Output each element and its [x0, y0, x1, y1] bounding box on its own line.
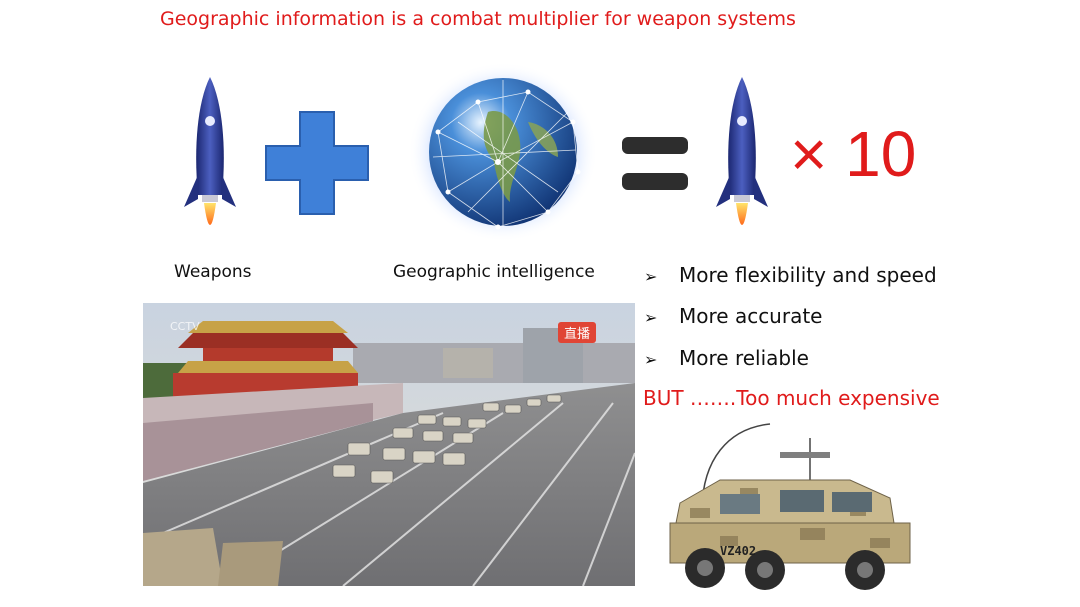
bullet-text: More flexibility and speed — [679, 263, 937, 287]
rocket-icon — [184, 77, 236, 225]
arrow-bullet-icon: ➢ — [644, 350, 658, 369]
bullet-item: ➢ More flexibility and speed — [644, 263, 937, 287]
bullet-text: More accurate — [679, 304, 823, 328]
bullet-item: ➢ More accurate — [644, 304, 823, 328]
multiplier-text: × 10 — [790, 118, 917, 190]
cost-warning-text: BUT …….Too much expensive — [643, 386, 940, 410]
vehicle-plate: VZ402 — [720, 544, 757, 558]
live-badge: 直播 — [558, 322, 597, 343]
arrow-bullet-icon: ➢ — [644, 267, 658, 286]
rocket-icon — [716, 77, 768, 225]
equals-icon — [622, 137, 688, 190]
globe-network-icon — [408, 62, 598, 242]
geo-intelligence-caption: Geographic intelligence — [393, 262, 595, 282]
plus-icon — [265, 111, 369, 215]
armored-vehicle-photo — [669, 423, 911, 590]
tv-watermark: CCTV — [170, 320, 200, 333]
slide-title: Geographic information is a combat multi… — [160, 8, 796, 30]
bullet-text: More reliable — [679, 346, 809, 370]
military-parade-photo — [143, 303, 635, 586]
weapons-caption: Weapons — [174, 262, 252, 282]
arrow-bullet-icon: ➢ — [644, 308, 658, 327]
bullet-item: ➢ More reliable — [644, 346, 809, 370]
